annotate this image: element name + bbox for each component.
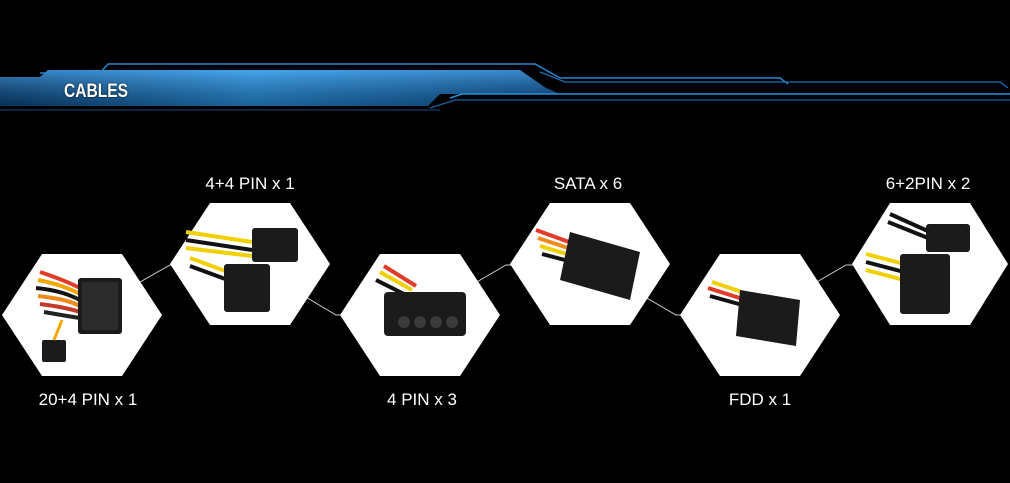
cable-item-atx-24pin [2,254,162,376]
header-accent-line-mid [539,71,1009,89]
header-accent-line-bottom [429,99,1010,109]
cable-item-eps-8pin [170,203,330,325]
fdd-floppy-connector-icon [707,280,800,346]
sata-power-connector-icon [535,228,640,300]
cable-item-fdd [680,254,840,376]
header-accent-line-low [449,93,1010,99]
pcie-8pin-connector-icon [865,212,970,314]
cable-item-pcie-8pin [852,203,1008,325]
cable-label-sata-power: SATA x 6 [553,174,623,193]
cable-item-sata-power [510,203,670,325]
cable-label-atx-24pin: 20+4 PIN x 1 [38,390,138,409]
cable-item-molex-4pin [340,254,500,376]
cable-label-molex-4pin: 4 PIN x 3 [387,390,457,409]
header-accent-line-top [40,63,789,85]
eps-8pin-connector-icon [185,228,298,312]
page-title: CABLES [64,81,129,102]
header-banner [0,63,1010,111]
cable-label-pcie-8pin: 6+2PIN x 2 [885,174,971,193]
cable-label-fdd: FDD x 1 [728,390,792,409]
cable-label-eps-8pin: 4+4 PIN x 1 [205,174,295,193]
molex-4pin-connector-icon [375,264,466,336]
atx-24pin-connector-icon [35,270,122,362]
